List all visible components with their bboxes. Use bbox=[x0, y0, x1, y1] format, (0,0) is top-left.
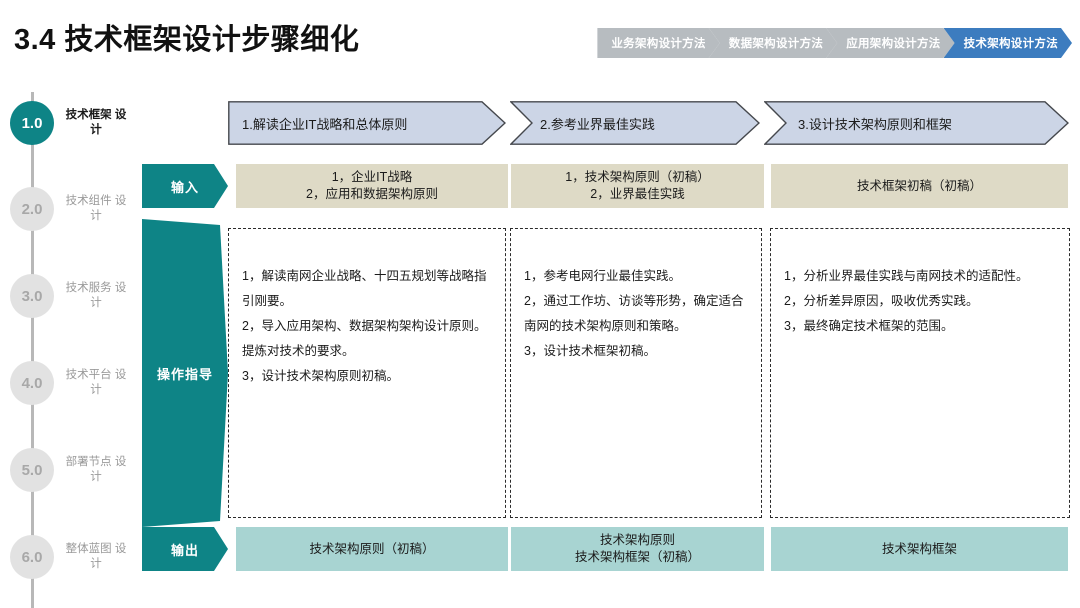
step-header-label: 2.参考业界最佳实践 bbox=[540, 116, 655, 132]
page-title: 3.4 技术框架设计步骤细化 bbox=[14, 24, 360, 56]
breadcrumb-item-label: 业务架构设计方法 bbox=[611, 38, 706, 50]
chevron-shape-icon bbox=[510, 101, 760, 145]
breadcrumb-item-label: 技术架构设计方法 bbox=[963, 38, 1058, 50]
input-band-3: 技术框架初稿（初稿） bbox=[771, 164, 1068, 208]
sidebar-item-label: 技术框架 设计 bbox=[65, 109, 127, 136]
step-header-label: 3.设计技术架构原则和框架 bbox=[798, 116, 952, 132]
row-label-output-text: 输出 bbox=[170, 542, 199, 558]
sidebar-item-6[interactable]: 6.0 整体蓝图 设计 bbox=[0, 526, 140, 588]
guidance-box-2: 1，参考电网行业最佳实践。 2，通过工作坊、访谈等形势，确定适合南网的技术架构原… bbox=[510, 228, 762, 518]
input-band-text: 技术框架初稿（初稿） bbox=[856, 178, 982, 193]
output-band-1: 技术架构原则（初稿） bbox=[236, 527, 508, 571]
sidebar-item-label: 技术组件 设计 bbox=[65, 195, 127, 222]
guidance-box-3: 1，分析业界最佳实践与南网技术的适配性。 2，分析差异原因，吸收优秀实践。 3，… bbox=[770, 228, 1070, 518]
guidance-text: 1，分析业界最佳实践与南网技术的适配性。 2，分析差异原因，吸收优秀实践。 3，… bbox=[784, 269, 1029, 333]
sidebar-item-number: 5.0 bbox=[10, 448, 54, 492]
guidance-box-1: 1，解读南网企业战略、十四五规划等战略指引刚要。 2，导入应用架构、数据架构架构… bbox=[228, 228, 506, 518]
sidebar-item-number: 4.0 bbox=[10, 361, 54, 405]
breadcrumb-item-data[interactable]: 数据架构设计方法 bbox=[709, 28, 837, 58]
output-band-text: 技术架构原则 技术架构框架（初稿） bbox=[574, 533, 700, 564]
sidebar-item-1[interactable]: 1.0 技术框架 设计 bbox=[0, 92, 140, 154]
row-label-guidance-text: 操作指导 bbox=[156, 366, 213, 382]
breadcrumb-item-technology[interactable]: 技术架构设计方法 bbox=[944, 28, 1072, 58]
sidebar-item-label: 部署节点 设计 bbox=[65, 456, 127, 483]
input-band-text: 1，企业IT战略 2，应用和数据架构原则 bbox=[306, 170, 438, 201]
sidebar-item-label: 技术平台 设计 bbox=[65, 369, 127, 396]
sidebar-item-number: 1.0 bbox=[10, 101, 54, 145]
input-band-text: 1，技术架构原则（初稿） 2，业界最佳实践 bbox=[565, 170, 710, 201]
row-label-guidance: 操作指导 bbox=[142, 219, 228, 527]
row-label-input: 输入 bbox=[142, 164, 228, 208]
sidebar-item-5[interactable]: 5.0 部署节点 设计 bbox=[0, 439, 140, 501]
step-header-1[interactable]: 1.解读企业IT战略和总体原则 bbox=[228, 101, 506, 145]
row-label-output: 输出 bbox=[142, 527, 228, 571]
breadcrumb: 业务架构设计方法 数据架构设计方法 应用架构设计方法 技术架构设计方法 bbox=[597, 28, 1072, 58]
sidebar-item-2[interactable]: 2.0 技术组件 设计 bbox=[0, 178, 140, 240]
sidebar-item-4[interactable]: 4.0 技术平台 设计 bbox=[0, 352, 140, 414]
output-band-text: 技术架构框架 bbox=[881, 541, 957, 556]
sidebar-item-number: 2.0 bbox=[10, 187, 54, 231]
guidance-text: 1，解读南网企业战略、十四五规划等战略指引刚要。 2，导入应用架构、数据架构架构… bbox=[242, 269, 487, 383]
chevron-shape-icon bbox=[764, 101, 1069, 145]
step-header-3[interactable]: 3.设计技术架构原则和框架 bbox=[764, 101, 1069, 145]
step-header-label: 1.解读企业IT战略和总体原则 bbox=[242, 116, 408, 132]
sidebar-item-number: 6.0 bbox=[10, 535, 54, 579]
step-header-2[interactable]: 2.参考业界最佳实践 bbox=[510, 101, 760, 145]
breadcrumb-item-label: 数据架构设计方法 bbox=[728, 38, 824, 50]
breadcrumb-item-business[interactable]: 业务架构设计方法 bbox=[597, 28, 719, 58]
stepper-rail-line bbox=[31, 92, 34, 608]
sidebar-item-label: 整体蓝图 设计 bbox=[65, 543, 127, 570]
sidebar-item-number: 3.0 bbox=[10, 274, 54, 318]
output-band-2: 技术架构原则 技术架构框架（初稿） bbox=[511, 527, 764, 571]
output-band-text: 技术架构原则（初稿） bbox=[309, 541, 435, 556]
input-band-1: 1，企业IT战略 2，应用和数据架构原则 bbox=[236, 164, 508, 208]
sidebar-item-3[interactable]: 3.0 技术服务 设计 bbox=[0, 265, 140, 327]
output-band-3: 技术架构框架 bbox=[771, 527, 1068, 571]
chevron-shape-icon bbox=[228, 101, 506, 145]
guidance-text: 1，参考电网行业最佳实践。 2，通过工作坊、访谈等形势，确定适合南网的技术架构原… bbox=[524, 269, 744, 358]
breadcrumb-item-label: 应用架构设计方法 bbox=[846, 38, 941, 50]
input-band-2: 1，技术架构原则（初稿） 2，业界最佳实践 bbox=[511, 164, 764, 208]
sidebar-item-label: 技术服务 设计 bbox=[65, 282, 127, 309]
breadcrumb-item-application[interactable]: 应用架构设计方法 bbox=[826, 28, 954, 58]
row-label-input-text: 输入 bbox=[170, 179, 199, 195]
